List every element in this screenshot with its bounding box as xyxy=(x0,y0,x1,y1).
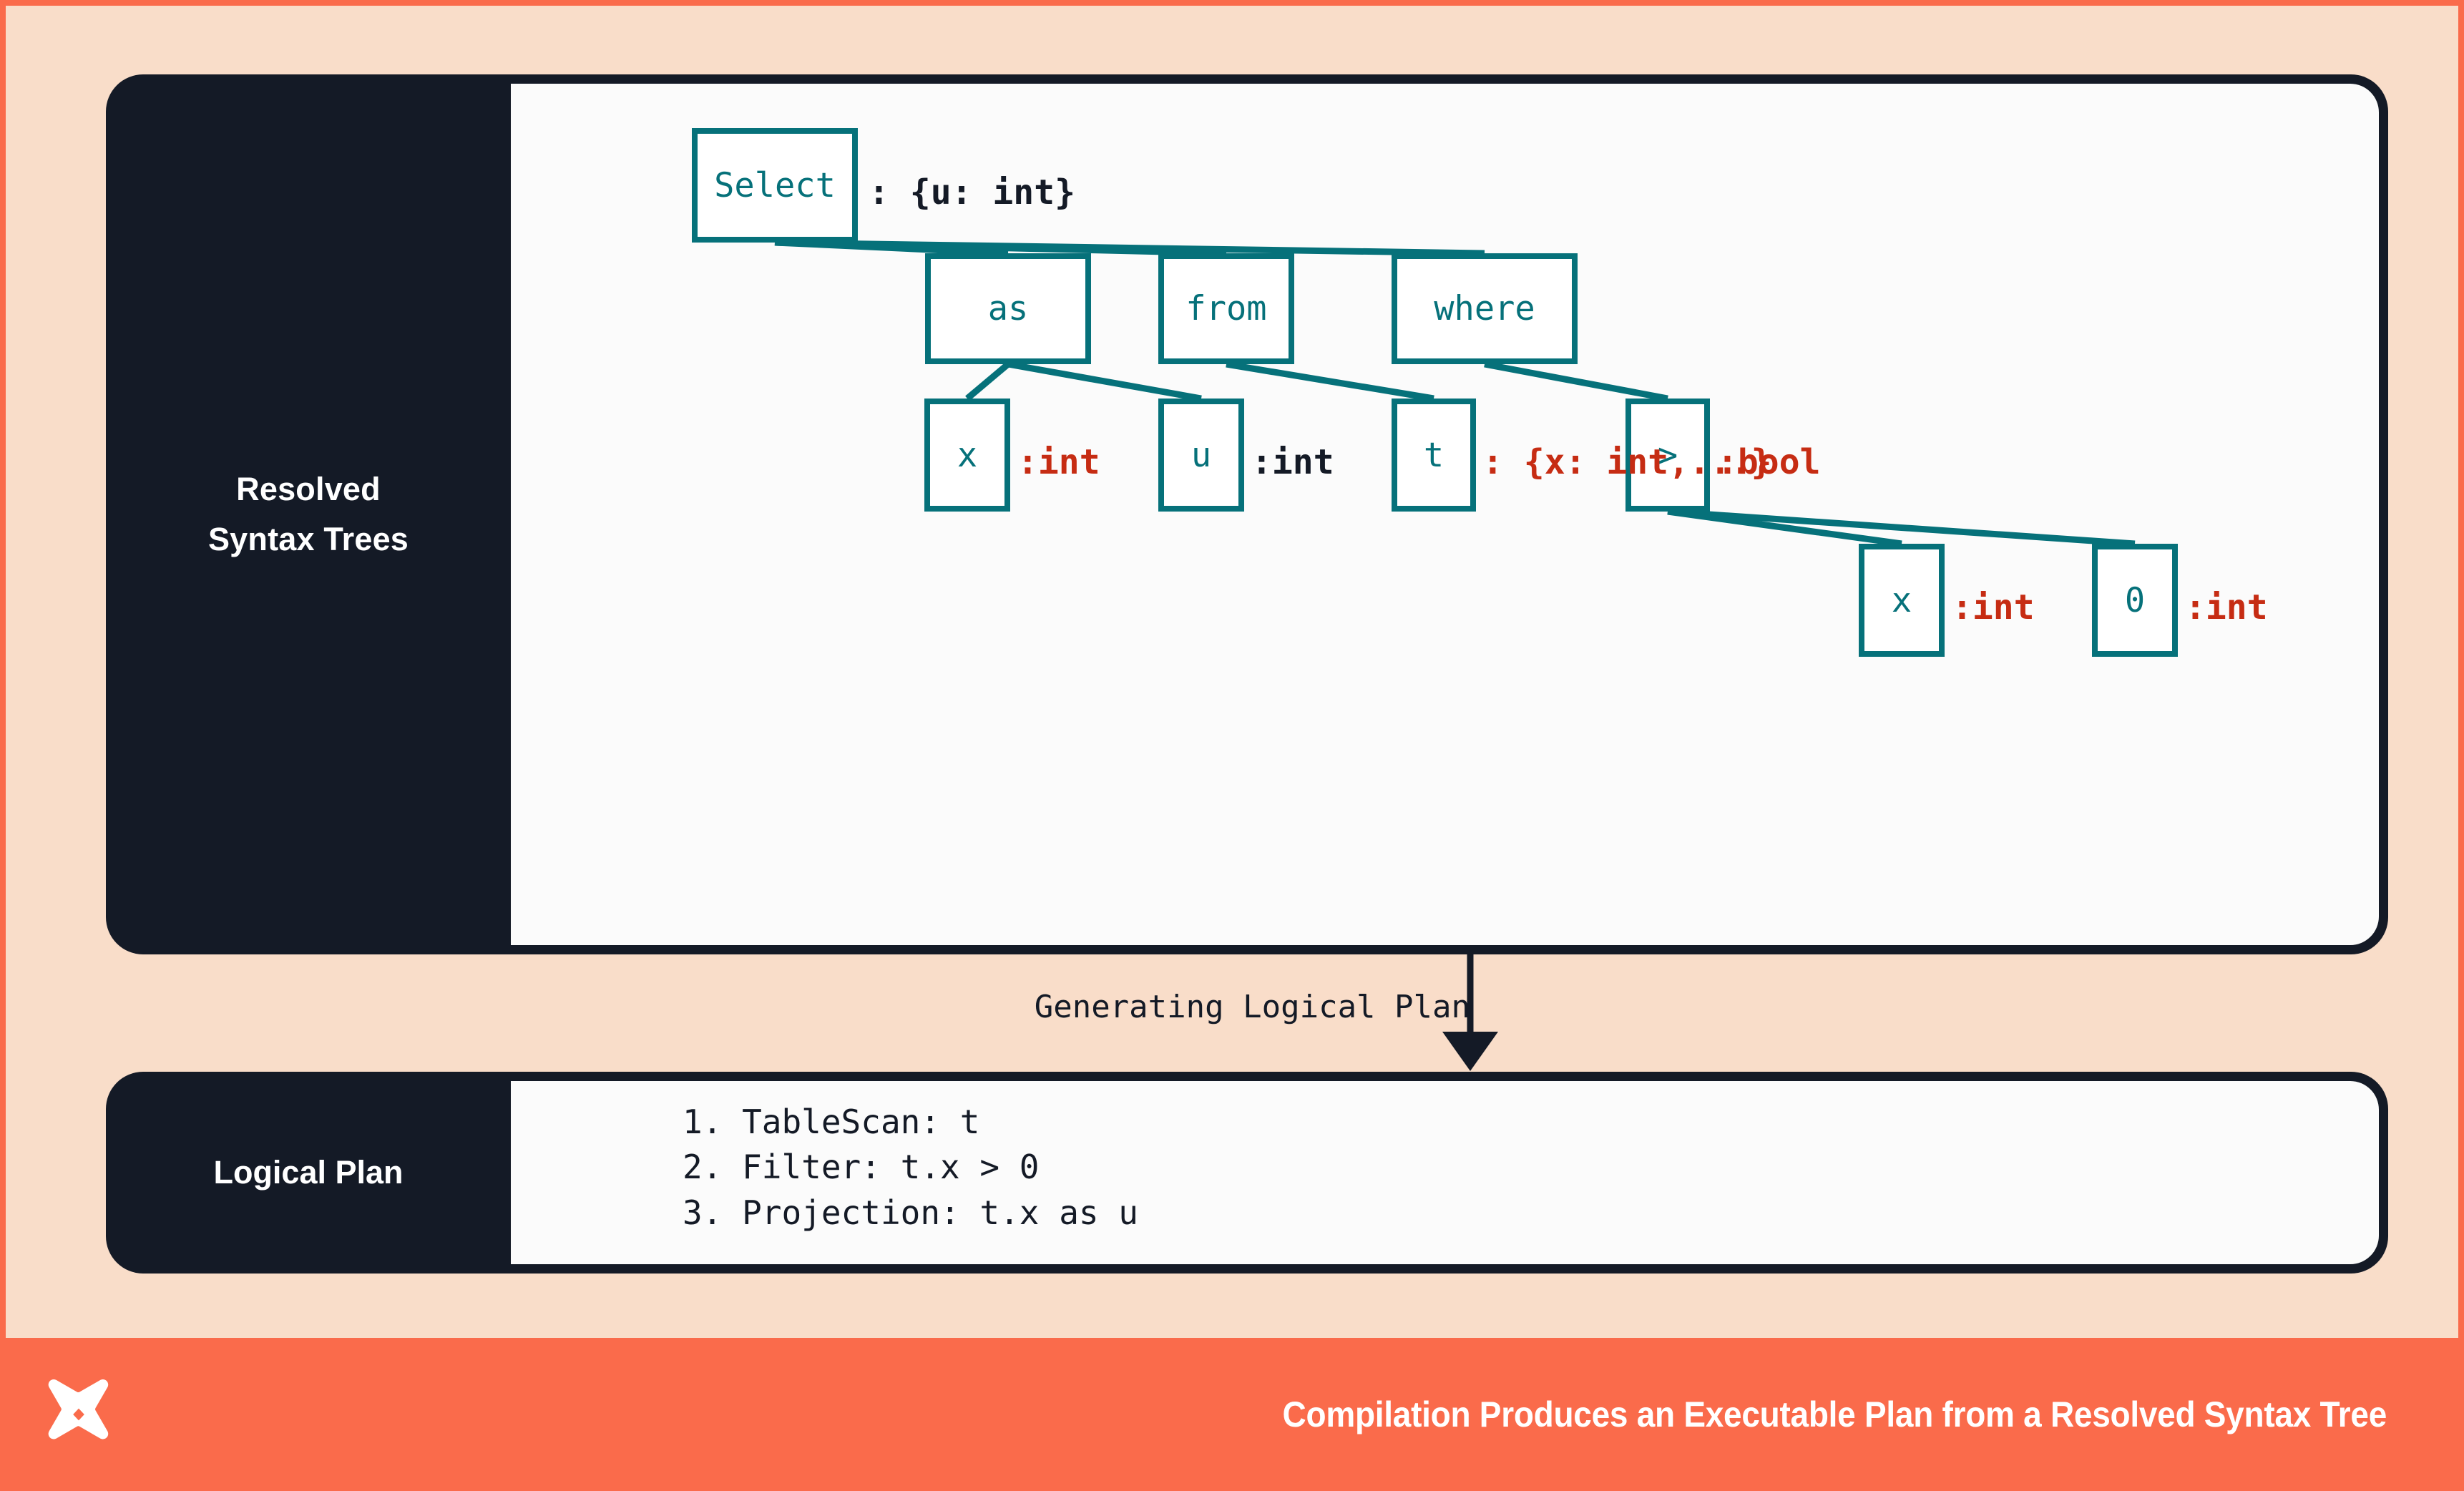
logical-plan-panel: Logical Plan 1. TableScan: t 2. Filter: t… xyxy=(106,1072,2388,1274)
type-annotation-t1-type: : {x: int,...} xyxy=(1482,442,1772,482)
type-annotation-gt-type: :bool xyxy=(1717,442,1821,482)
footer-bar: Compilation Produces an Executable Plan … xyxy=(0,1338,2464,1491)
footer-caption: Compilation Produces an Executable Plan … xyxy=(1282,1394,2387,1434)
tree-node-x2: x xyxy=(1859,544,1945,657)
type-annotation-u1-type: :int xyxy=(1251,442,1334,482)
generating-logical-plan-connector: Generating Logical Plan xyxy=(106,954,2388,1072)
tree-node-zero: 0 xyxy=(2092,544,2178,657)
logical-plan-label: Logical Plan xyxy=(213,1154,404,1191)
type-annotation-select-type: : {u: int} xyxy=(869,172,1075,212)
tree-edge-where-to-gt xyxy=(1484,361,1668,402)
tree-node-where: where xyxy=(1392,253,1578,364)
type-annotation-x2-type: :int xyxy=(1952,587,2035,627)
logical-plan-content: 1. TableScan: t 2. Filter: t.x > 0 3. Proj… xyxy=(511,1081,2379,1264)
tree-node-gt: > xyxy=(1625,399,1710,512)
resolved-syntax-trees-panel: Resolved Syntax Trees xyxy=(106,74,2388,954)
connector-arrow-icon xyxy=(1442,954,1498,1071)
type-annotation-x1-type: :int xyxy=(1017,442,1100,482)
resolved-syntax-trees-label: Resolved Syntax Trees xyxy=(106,74,511,954)
tree-edges xyxy=(774,239,2136,547)
tree-edge-from-to-t1 xyxy=(1226,361,1434,402)
tree-edge-gt-to-zero xyxy=(1667,508,2136,547)
tree-node-u1: u xyxy=(1158,399,1244,512)
tree-edge-select-to-where xyxy=(774,239,1485,257)
tree-node-x1: x xyxy=(924,399,1010,512)
tree-node-as: as xyxy=(925,253,1091,364)
logical-plan-line: 2. Filter: t.x > 0 xyxy=(683,1148,1040,1187)
tree-node-select: Select xyxy=(692,128,858,243)
rst-label-line-1: Resolved xyxy=(236,471,381,508)
butterfly-x-logo-icon xyxy=(48,1379,109,1439)
tree-edge-as-to-u1 xyxy=(1007,361,1202,402)
tree-node-from: from xyxy=(1158,253,1294,364)
logical-plan-line: 1. TableScan: t xyxy=(683,1103,980,1141)
type-annotation-zero-type: :int xyxy=(2185,587,2268,627)
tree-node-t1: t xyxy=(1392,399,1476,512)
tree-edge-as-to-x1 xyxy=(965,361,1010,401)
rst-label-line-2: Syntax Trees xyxy=(207,521,409,557)
logical-plan-line: 3. Projection: t.x as u xyxy=(683,1193,1138,1232)
connector-label: Generating Logical Plan xyxy=(1034,989,1470,1025)
